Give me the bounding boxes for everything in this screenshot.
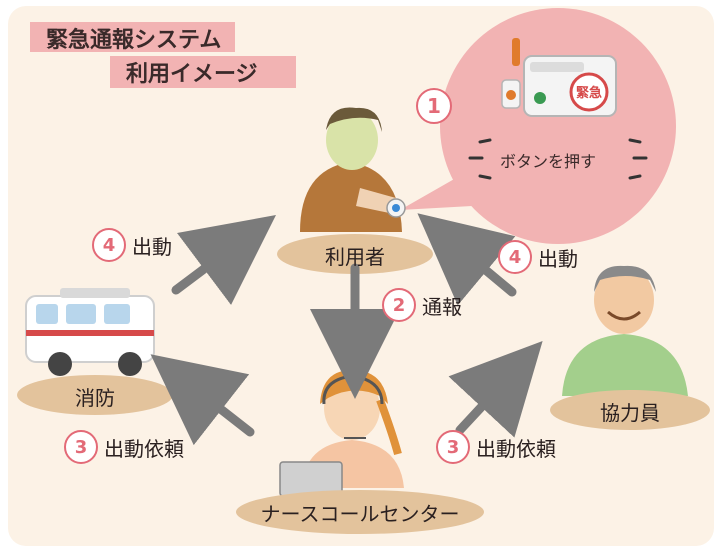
step-dispatch-helper-text: 出動 [538, 246, 578, 271]
speech-bubble [400, 8, 676, 244]
press-button-label: ボタンを押す [500, 152, 597, 171]
step-report-number: 2 [382, 288, 416, 322]
device-label: 緊急 [576, 86, 603, 101]
step-dispatch-helper: 4 出動 [498, 240, 578, 274]
fire-label: 消防 [75, 386, 115, 410]
arrow-fire-to-user [171, 215, 276, 305]
helper-label: 協力員 [600, 401, 660, 425]
step-report-text: 通報 [422, 294, 462, 319]
fire-pill [17, 375, 173, 415]
step-dispatch-fire-text: 出動 [132, 234, 172, 259]
step-request-fire: 3 出動依頼 [64, 430, 184, 464]
title-line-1: 緊急通報システム [46, 28, 222, 53]
step-request-helper-text: 出動依頼 [476, 436, 556, 461]
title-band-2 [110, 56, 296, 88]
step-dispatch-helper-number: 4 [498, 240, 532, 274]
emphasis-marks [468, 138, 648, 180]
arrow-helper-to-user [417, 213, 517, 306]
step-request-fire-number: 3 [64, 430, 98, 464]
title-line-2: 利用イメージ [126, 62, 258, 87]
user-illustration [300, 107, 406, 232]
step-request-helper-number: 3 [436, 430, 470, 464]
helper-illustration [562, 265, 688, 396]
flow-arrows [150, 213, 543, 446]
user-label: 利用者 [325, 245, 385, 269]
helper-pill [550, 390, 710, 430]
center-pill [236, 490, 484, 534]
user-pill [277, 234, 433, 274]
step-dispatch-fire-number: 4 [92, 228, 126, 262]
title-band-1 [30, 22, 235, 52]
step-dispatch-fire: 4 出動 [92, 228, 172, 262]
step-1-badge: 1 [416, 88, 452, 124]
arrow-center-to-helper [448, 341, 543, 438]
step-request-fire-text: 出動依頼 [104, 436, 184, 461]
operator-illustration [279, 370, 404, 497]
center-label: ナースコールセンター [260, 502, 460, 526]
arrow-center-to-fire [150, 354, 255, 446]
emergency-device-icon [501, 38, 617, 117]
step-report: 2 通報 [382, 288, 462, 322]
ambulance-icon [25, 288, 155, 376]
step-request-helper: 3 出動依頼 [436, 430, 556, 464]
